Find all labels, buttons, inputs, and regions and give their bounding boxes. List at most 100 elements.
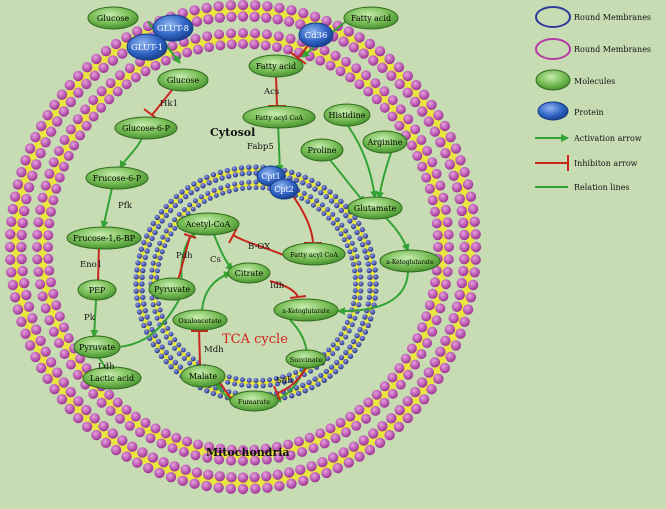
cell-membrane-outer-outer-bead [262, 482, 273, 493]
mito-membrane-outer-inner-bead [357, 235, 363, 242]
cell-membrane-inner-outer-bead [105, 405, 116, 416]
cell-membrane-inner-inner-bead [371, 94, 382, 105]
cell-membrane-outer-outer-bead [250, 483, 261, 494]
cell-membrane-outer-outer-bead [374, 437, 386, 448]
cell-membrane-outer-inner-bead [444, 159, 455, 170]
mito-membrane-inner-inner-bead [350, 261, 356, 267]
mito-membrane-outer-inner-bead [142, 254, 148, 261]
cell-membrane-inner-inner-bead [412, 150, 423, 161]
cell-membrane-inner-inner-bead [63, 333, 74, 344]
inhibit-sdh-bar [273, 385, 281, 401]
cell-membrane-outer-outer-bead [298, 475, 309, 486]
enzyme-hk1: Hk1 [160, 99, 178, 109]
cell-membrane-inner-inner-bead [427, 195, 438, 206]
cell-membrane-outer-outer-bead [374, 46, 386, 57]
cell-membrane-outer-inner-bead [21, 193, 32, 205]
cell-membrane-outer-inner-bead [169, 461, 180, 472]
mito-membrane-outer-outer-bead [141, 239, 147, 246]
mito-membrane-inner-outer-bead [150, 302, 156, 308]
arrow-histidine-glutamate [347, 125, 379, 199]
mito-membrane-outer-outer-bead [168, 364, 174, 370]
cell-membrane-outer-outer-bead [262, 1, 273, 12]
cell-membrane-inner-outer-bead [422, 146, 433, 156]
mito-membrane-outer-inner-bead [142, 307, 148, 314]
mito-membrane-inner-outer-bead [301, 190, 307, 196]
cell-membrane-outer-outer-bead [20, 155, 31, 166]
cell-membrane-outer-outer-bead [213, 1, 224, 12]
mito-membrane-outer-outer-bead [365, 239, 371, 246]
mito-membrane-outer-outer-bead [154, 347, 160, 354]
cell-membrane-outer-outer-bead [73, 70, 84, 82]
cell-membrane-outer-inner-bead [40, 346, 51, 357]
cell-membrane-inner-inner-bead [379, 381, 390, 392]
molecule-fatty-acid-in-label: Fatty acid [256, 62, 296, 71]
cell-membrane-inner-outer-bead [379, 86, 390, 97]
cell-membrane-inner-outer-bead [167, 40, 178, 51]
mito-membrane-inner-inner-bead [260, 185, 266, 191]
mito-membrane-outer-inner-bead [159, 344, 165, 350]
mito-membrane-inner-inner-bead [240, 185, 245, 191]
cell-membrane-outer-outer-bead [450, 143, 462, 154]
mito-membrane-inner-outer-bead [334, 345, 340, 351]
mito-membrane-inner-outer-bead [198, 194, 204, 200]
cell-membrane-outer-outer-bead [56, 89, 68, 100]
mito-membrane-outer-outer-bead [135, 302, 141, 308]
inhibit-idh-bar [289, 295, 307, 299]
cell-membrane-inner-inner-bead [315, 428, 326, 439]
mito-membrane-outer-outer-bead [150, 341, 156, 348]
cell-membrane-inner-inner-bead [260, 40, 271, 51]
mito-membrane-outer-inner-bead [139, 281, 145, 287]
mito-membrane-inner-outer-bead [232, 181, 238, 187]
mito-membrane-inner-outer-bead [154, 247, 160, 253]
mito-membrane-outer-inner-bead [318, 189, 324, 196]
cell-membrane-inner-outer-bead [105, 78, 116, 89]
cell-membrane-outer-outer-bead [343, 457, 354, 468]
mito-membrane-inner-inner-bead [246, 185, 252, 191]
mito-membrane-inner-inner-bead [310, 202, 316, 208]
cell-membrane-outer-inner-bead [65, 96, 77, 108]
mito-membrane-inner-inner-bead [154, 268, 160, 274]
membranes [4, 0, 482, 495]
cell-membrane-inner-inner-bead [345, 411, 356, 422]
mito-membrane-inner-inner-bead [190, 206, 196, 212]
cell-membrane-inner-outer-bead [431, 315, 442, 326]
cell-membrane-inner-outer-bead [410, 124, 421, 135]
cell-membrane-outer-outer-bead [462, 179, 474, 190]
cell-membrane-inner-inner-bead [204, 42, 215, 53]
molecule-fattyacylcoa-mito: Fatty acyl CoA [282, 242, 346, 266]
cell-membrane-inner-inner-bead [193, 44, 203, 55]
cell-membrane-outer-inner-bead [459, 241, 470, 253]
protein-cd36-label: Cd36 [305, 31, 328, 41]
cell-membrane-inner-outer-bead [319, 438, 330, 449]
cell-membrane-outer-outer-bead [465, 292, 477, 303]
cell-membrane-inner-outer-bead [308, 443, 319, 454]
cell-membrane-outer-outer-bead [81, 61, 93, 73]
mito-membrane-inner-outer-bead [358, 288, 364, 294]
inhibit-malate [219, 382, 233, 401]
mito-membrane-inner-inner-bead [240, 377, 245, 383]
protein-cpt2-label: Cpt2 [274, 185, 294, 194]
cell-membrane-inner-outer-bead [202, 452, 213, 463]
cell-membrane-inner-inner-bead [150, 60, 161, 71]
mito-membrane-inner-outer-bead [343, 334, 349, 340]
mito-membrane-outer-inner-bead [232, 172, 239, 178]
cell-membrane-outer-inner-bead [435, 346, 446, 357]
mito-membrane-outer-outer-bead [173, 193, 180, 200]
cell-membrane-outer-outer-bead [12, 304, 24, 315]
cell-membrane-inner-inner-bead [304, 432, 315, 443]
cell-membrane-outer-inner-bead [81, 404, 92, 416]
cell-membrane-outer-outer-bead [309, 472, 321, 483]
mito-membrane-inner-inner-bead [196, 202, 202, 208]
cell-membrane-inner-inner-bead [430, 277, 440, 288]
cell-membrane-outer-inner-bead [158, 457, 169, 468]
cell-membrane-outer-outer-bead [64, 79, 76, 91]
cell-membrane-outer-inner-bead [27, 170, 38, 181]
mito-membrane-inner-outer-bead [308, 368, 314, 374]
mito-membrane-inner-inner-bead [162, 243, 168, 249]
mito-membrane-inner-inner-bead [286, 372, 292, 378]
molecule-succinate: Succinate [285, 349, 327, 369]
mito-membrane-inner-outer-bead [358, 274, 364, 280]
cell-membrane-outer-inner-bead [283, 467, 295, 478]
cell-membrane-inner-inner-bead [46, 206, 56, 217]
cell-membrane-outer-outer-bead [384, 429, 395, 441]
